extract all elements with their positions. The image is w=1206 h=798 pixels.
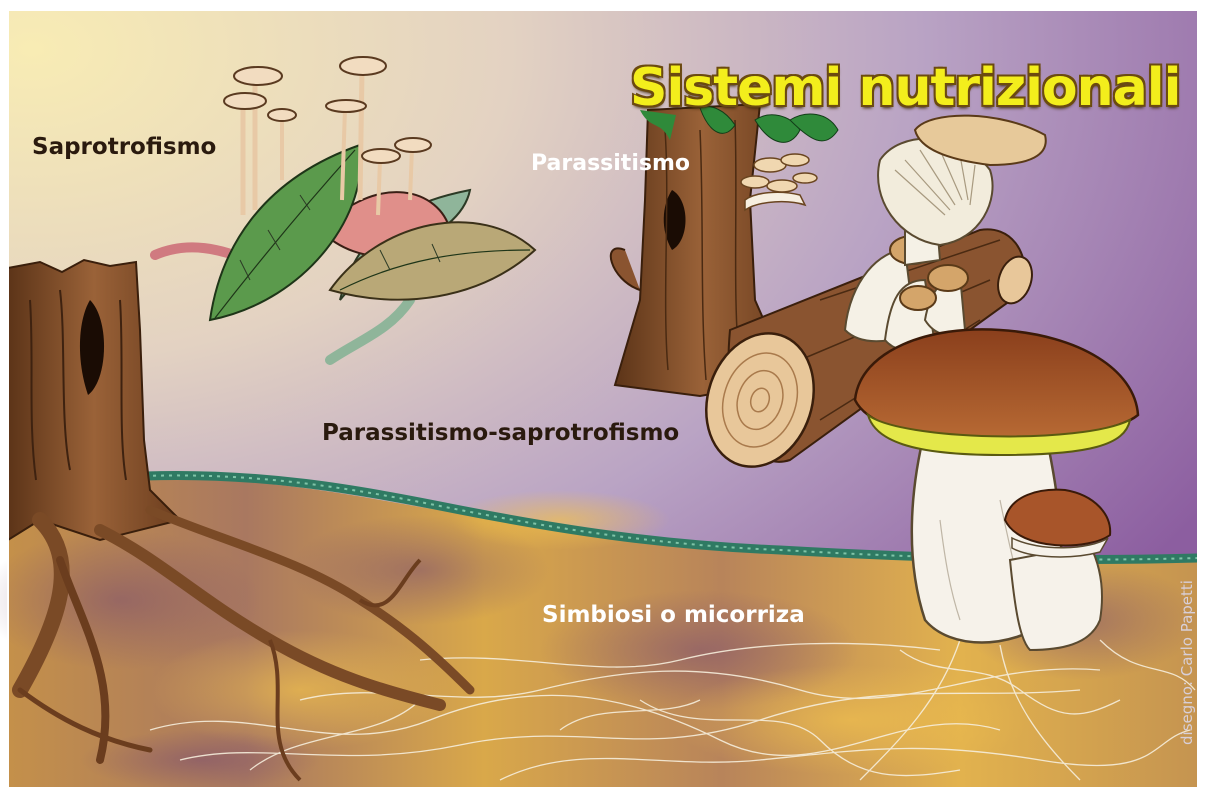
label-simbiosi: Simbiosi o micorriza bbox=[542, 602, 805, 628]
label-parassitismo: Parassitismo bbox=[531, 151, 690, 176]
artist-credit: disegno: Carlo Papetti bbox=[1178, 580, 1196, 745]
label-parassitismo-saprotrofismo: Parassitismo-saprotrofismo bbox=[322, 420, 679, 446]
illustration-title: Sistemi nutrizionali bbox=[630, 58, 1180, 118]
label-saprotrofismo: Saprotrofismo bbox=[32, 134, 216, 160]
